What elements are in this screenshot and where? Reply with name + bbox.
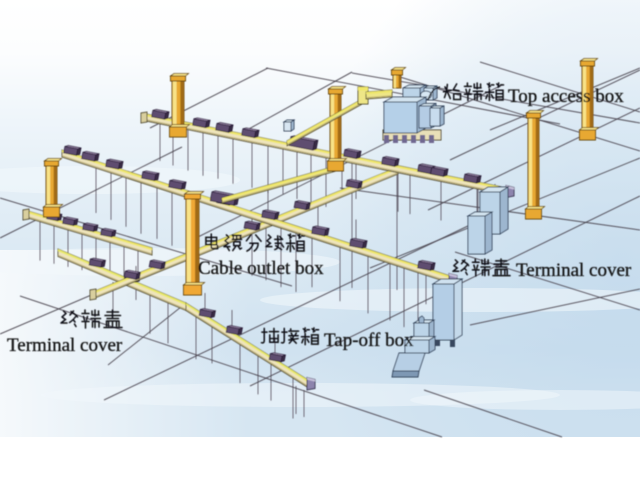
svg-text:Terminal cover: Terminal cover	[7, 335, 123, 356]
svg-text:Terminal cover: Terminal cover	[516, 260, 632, 281]
svg-text:Cable outlet box: Cable outlet box	[198, 258, 324, 279]
svg-text:Tap-off box: Tap-off box	[324, 330, 414, 351]
svg-text:Top access box: Top access box	[508, 86, 624, 107]
